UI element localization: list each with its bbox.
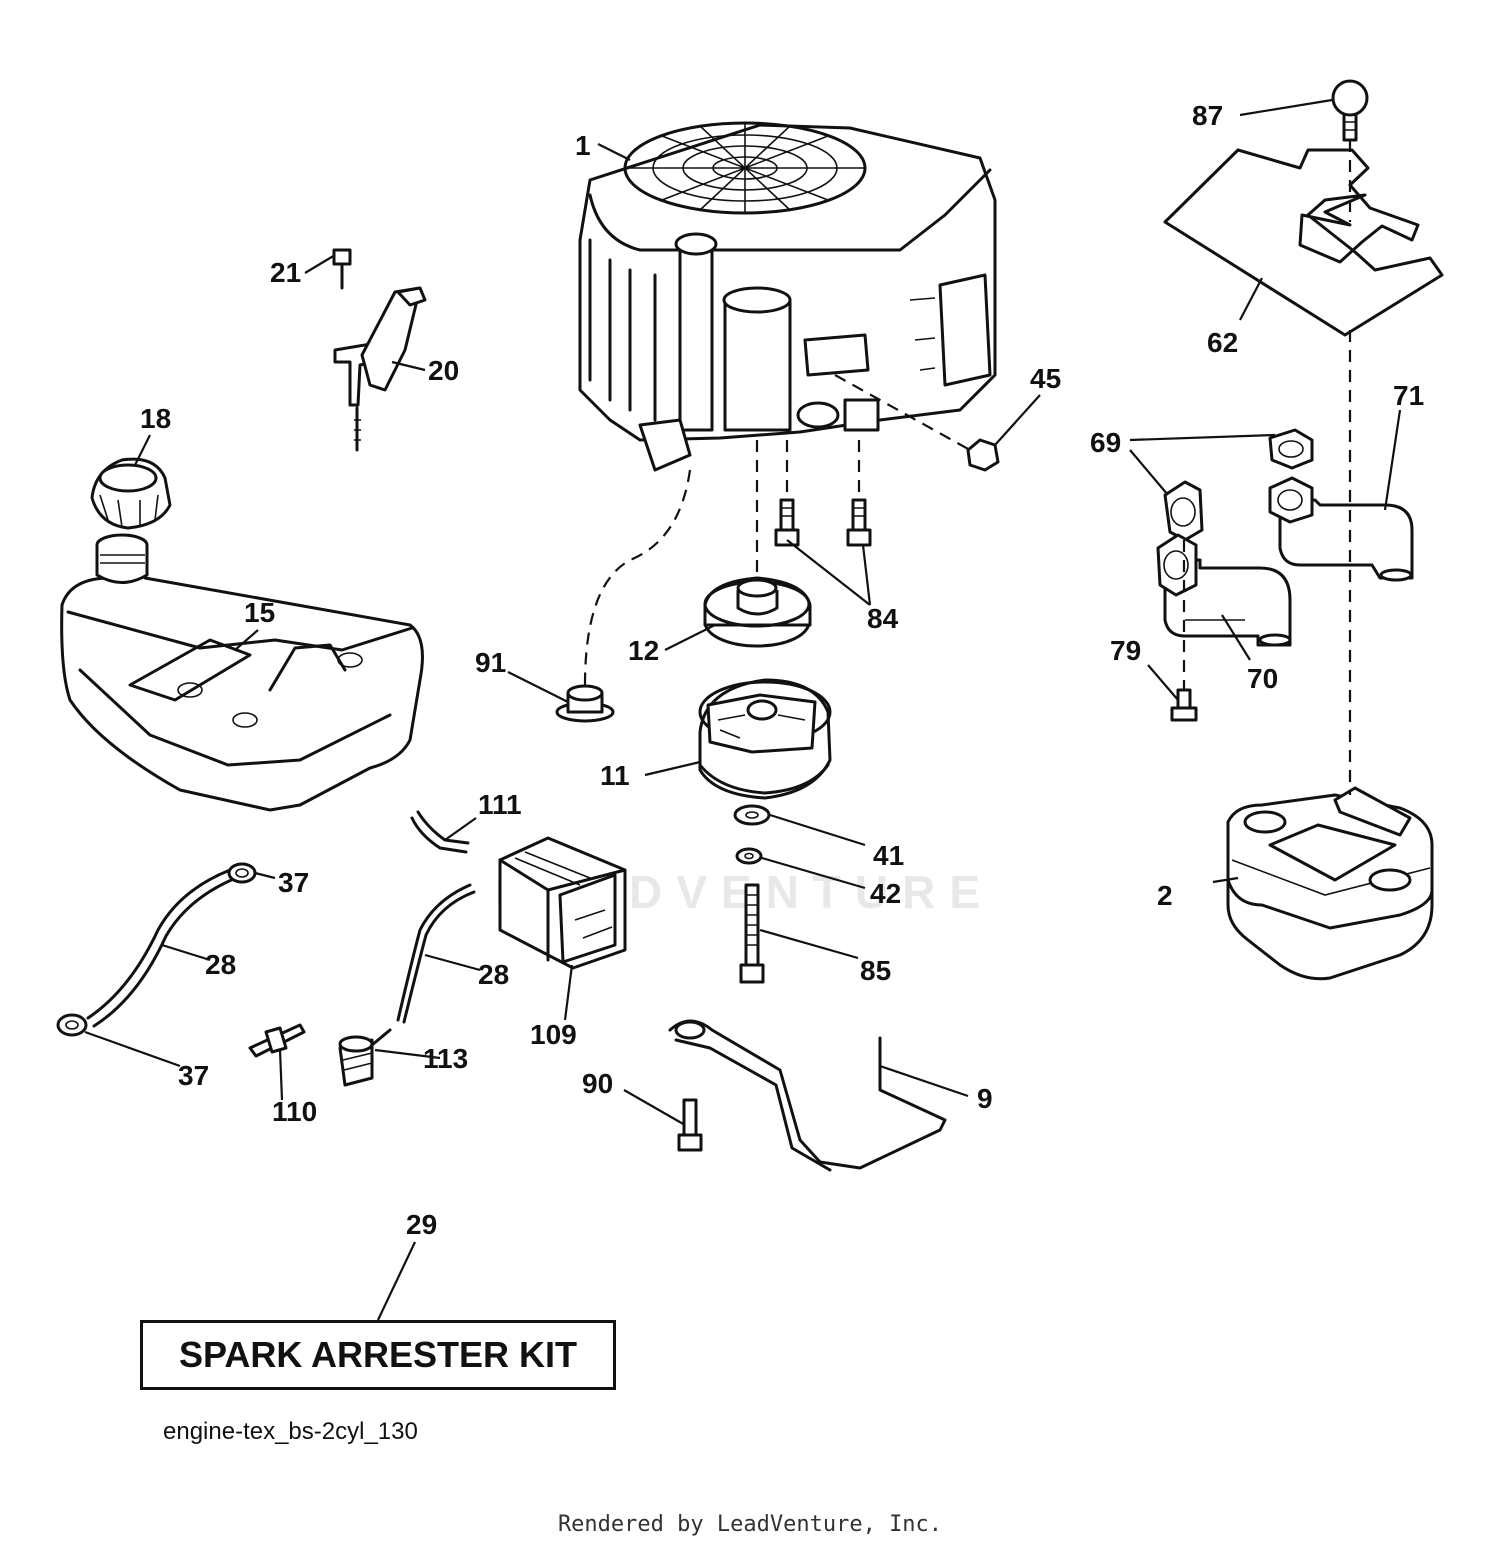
callout-clutch: 11 bbox=[600, 760, 630, 791]
choke-bracket-part[interactable] bbox=[333, 286, 427, 452]
clutch-part[interactable] bbox=[698, 678, 832, 800]
bushing-91-part[interactable] bbox=[555, 684, 615, 723]
callout-screw-87: 87 bbox=[1192, 100, 1223, 131]
washer-42-part[interactable] bbox=[735, 847, 763, 865]
callout-bracket-screw: 21 bbox=[270, 257, 301, 288]
callout-fuel-valve-113: 113 bbox=[423, 1043, 468, 1074]
fuel-cap-part[interactable] bbox=[90, 457, 172, 530]
callout-spark-kit: 29 bbox=[406, 1209, 437, 1240]
callout-bolt-85: 85 bbox=[860, 955, 891, 986]
callout-pulley: 12 bbox=[628, 635, 659, 666]
washer-41-part[interactable] bbox=[733, 804, 771, 826]
callout-clamp-top: 37 bbox=[278, 867, 309, 898]
spark-arrester-kit-box[interactable]: SPARK ARRESTER KIT bbox=[140, 1320, 616, 1390]
callout-washer-41: 41 bbox=[873, 840, 904, 871]
heat-shield-part[interactable] bbox=[1163, 148, 1444, 337]
assembly-guide-lines bbox=[583, 140, 1352, 795]
callout-muffler: 2 bbox=[1157, 880, 1173, 911]
callout-fuel-tank: 15 bbox=[244, 597, 275, 628]
callout-labels: 1 87 62 45 71 69 79 70 2 21 20 18 15 91 … bbox=[140, 100, 1424, 1240]
callout-fuel-filter-canister: 109 bbox=[530, 1019, 577, 1050]
callout-choke-bracket: 20 bbox=[428, 355, 459, 386]
callout-fuel-line-right: 28 bbox=[478, 959, 509, 990]
spark-arrester-kit-label: SPARK ARRESTER KIT bbox=[178, 1334, 578, 1375]
callout-fuel-line-left: 28 bbox=[205, 949, 236, 980]
muffler-part[interactable] bbox=[1226, 786, 1434, 981]
bracket-screw-21-part[interactable] bbox=[332, 248, 352, 290]
callout-hose-111: 111 bbox=[478, 789, 522, 820]
fuel-valve-113-part[interactable] bbox=[338, 1028, 392, 1087]
callout-bolt-90: 90 bbox=[582, 1068, 613, 1099]
clamp-bottom-part[interactable] bbox=[56, 1013, 88, 1037]
callout-exhaust-pipe-70: 70 bbox=[1247, 663, 1278, 694]
screw-87-part[interactable] bbox=[1331, 79, 1369, 142]
bolt-84-part[interactable] bbox=[774, 498, 872, 547]
callout-fuel-cap: 18 bbox=[140, 403, 171, 434]
exhaust-pipe-71-part[interactable] bbox=[1278, 498, 1414, 582]
callout-exhaust-pipe-71: 71 bbox=[1393, 380, 1424, 411]
diagram-id: engine-tex_bs-2cyl_130 bbox=[163, 1418, 418, 1445]
fuel-tank-part[interactable] bbox=[60, 533, 424, 812]
callout-heat-shield: 62 bbox=[1207, 327, 1238, 358]
callout-washer-42: 42 bbox=[870, 878, 901, 909]
fuel-line-left-part[interactable] bbox=[86, 868, 238, 1028]
callout-gasket: 69 bbox=[1090, 427, 1121, 458]
callout-connector-110: 110 bbox=[272, 1096, 317, 1127]
callout-engine: 1 bbox=[575, 130, 591, 161]
callout-bushing-91: 91 bbox=[475, 647, 506, 678]
connector-110-part[interactable] bbox=[248, 1023, 306, 1058]
callout-bolt-84: 84 bbox=[867, 603, 899, 634]
fuel-line-right-part[interactable] bbox=[396, 883, 476, 1024]
clamp-top-part[interactable] bbox=[227, 862, 257, 884]
gasket-69-part[interactable] bbox=[1156, 428, 1314, 597]
pulley-part[interactable] bbox=[703, 576, 812, 648]
engine-part[interactable] bbox=[578, 121, 997, 472]
hose-111-part[interactable] bbox=[410, 810, 470, 854]
callout-nut-45: 45 bbox=[1030, 363, 1061, 394]
nut-45-part[interactable] bbox=[966, 438, 1000, 472]
bolt-85-part[interactable] bbox=[739, 883, 765, 984]
bolt-79-part[interactable] bbox=[1170, 688, 1198, 722]
footer-credit: Rendered by LeadVenture, Inc. bbox=[557, 1512, 943, 1537]
fuel-filter-canister-part[interactable] bbox=[498, 836, 627, 970]
callout-bolt-79: 79 bbox=[1110, 635, 1141, 666]
leader-lines bbox=[84, 98, 1402, 1321]
callout-clamp-bottom: 37 bbox=[178, 1060, 209, 1091]
callout-pto-bar: 9 bbox=[977, 1083, 993, 1114]
bolt-90-part[interactable] bbox=[677, 1098, 703, 1152]
pto-bar-part[interactable] bbox=[668, 1019, 947, 1172]
